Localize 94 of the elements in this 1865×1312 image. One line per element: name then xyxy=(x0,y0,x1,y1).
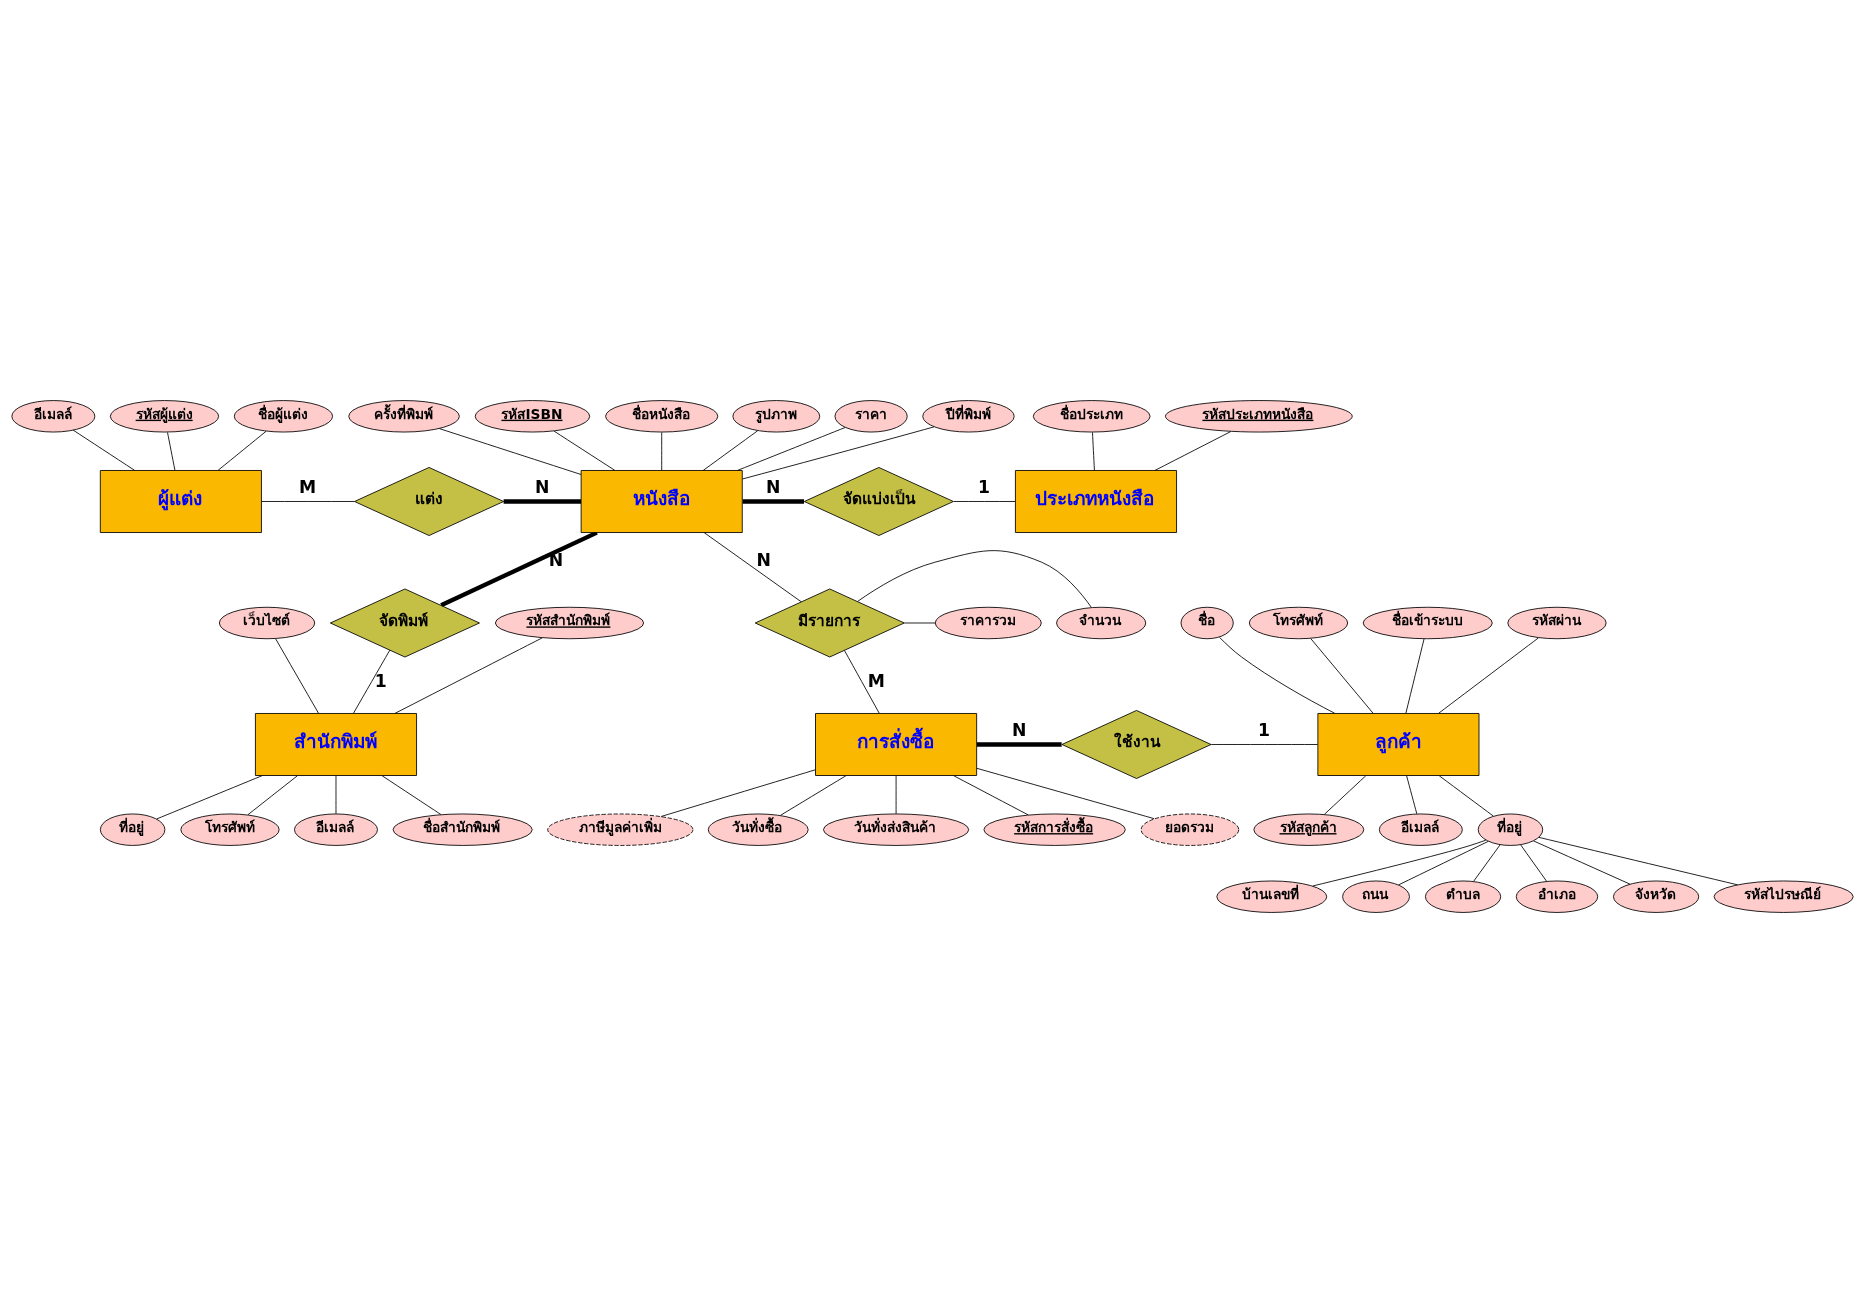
node-ellipse: ที่อยู่ xyxy=(99,813,166,846)
edge-label: N xyxy=(535,476,550,497)
node-ellipse: ชื่อประเภท xyxy=(1032,399,1151,432)
edge-label: M xyxy=(867,670,885,691)
node-ellipse: ที่อยู่ xyxy=(1477,813,1544,846)
connector xyxy=(438,427,582,475)
connector xyxy=(742,498,805,504)
node-ellipse: ครั้งที่พิมพ์ xyxy=(348,399,460,432)
edge-label: N xyxy=(756,549,771,570)
connector xyxy=(1398,840,1489,885)
node-ellipse: รหัสการสั่งซื้อ xyxy=(983,813,1126,846)
connector xyxy=(1533,839,1631,885)
connector xyxy=(703,531,802,602)
connector xyxy=(1210,743,1319,745)
node-ellipse: ราคา xyxy=(834,399,908,432)
connector xyxy=(1406,774,1418,814)
connector xyxy=(1312,839,1487,886)
node-ellipse: โทรศัพท์ xyxy=(1248,606,1349,639)
node-ellipse: รหัสสำนักพิมพ์ xyxy=(494,606,645,639)
node-ellipse: ราคารวม xyxy=(934,606,1042,639)
edge-label: 1 xyxy=(977,476,990,497)
connector xyxy=(156,774,263,819)
node-ellipse: รหัสผ่าน xyxy=(1507,606,1607,639)
connector xyxy=(976,741,1062,747)
node-ellipse: ชื่อหนังสือ xyxy=(605,399,719,432)
connector xyxy=(261,500,355,502)
node-ellipse: ชื่อเข้าระบบ xyxy=(1362,606,1493,639)
node-ellipse: วันทั่งซื้อ xyxy=(707,813,809,846)
node-box: สำนักพิมพ์ xyxy=(255,712,417,776)
node-diamond: แต่ง xyxy=(354,466,504,536)
connector xyxy=(335,774,337,814)
node-ellipse: รูปภาพ xyxy=(732,399,821,432)
connector xyxy=(1520,844,1547,882)
node-ellipse: อำเภอ xyxy=(1515,880,1599,913)
node-ellipse: ชื่อผู้แต่ง xyxy=(233,399,333,432)
node-ellipse: ตำบล xyxy=(1425,880,1502,913)
node-diamond: จัดพิมพ์ xyxy=(329,588,480,657)
connector xyxy=(976,767,1155,819)
connector xyxy=(1405,638,1425,714)
connector xyxy=(953,500,1016,502)
connector xyxy=(1438,774,1494,816)
node-ellipse: เว็บไซต์ xyxy=(218,606,316,639)
node-ellipse: ถนน xyxy=(1342,880,1410,913)
node-ellipse: จำนวน xyxy=(1056,606,1147,639)
node-ellipse: ชื่อ xyxy=(1180,606,1234,639)
connector xyxy=(217,430,267,471)
connector xyxy=(1473,843,1501,882)
connector xyxy=(1438,636,1539,714)
edge-label: 1 xyxy=(374,670,387,691)
connector xyxy=(167,431,176,471)
connector xyxy=(275,637,319,714)
node-box: ประเภทหนังสือ xyxy=(1015,469,1177,533)
node-ellipse: ปีที่พิมพ์ xyxy=(922,399,1015,432)
node-ellipse: ภาษีมูลค่าเพิ่ม xyxy=(547,813,694,846)
connector xyxy=(780,774,847,816)
node-box: การสั่งซื้อ xyxy=(815,712,978,776)
edge-label: N xyxy=(1011,719,1027,740)
connector xyxy=(247,774,298,815)
node-ellipse: รหัสISBN xyxy=(474,399,591,432)
node-ellipse: รหัสผู้แต่ง xyxy=(109,399,220,432)
connector xyxy=(1092,431,1095,471)
connector xyxy=(844,649,880,714)
connector xyxy=(381,774,442,815)
connector xyxy=(1538,836,1738,885)
node-ellipse: ชื่อสำนักพิมพ์ xyxy=(392,813,533,846)
connector xyxy=(352,649,391,714)
connector xyxy=(895,774,897,814)
node-ellipse: อีเมลล์ xyxy=(1378,813,1463,846)
connector xyxy=(903,622,936,623)
node-ellipse: รหัสไปรษณีย์ xyxy=(1713,880,1854,913)
node-ellipse: อีเมลล์ xyxy=(11,399,96,432)
node-ellipse: จังหวัด xyxy=(1613,880,1700,913)
edge-label: N xyxy=(765,476,781,497)
edge-label: M xyxy=(298,476,317,497)
node-box: ผู้แต่ง xyxy=(99,469,262,533)
connector xyxy=(1310,637,1374,714)
node-diamond: จัดแบ่งเป็น xyxy=(803,466,954,536)
node-ellipse: โทรศัพท์ xyxy=(180,813,280,846)
node-diamond: ใช้งาน xyxy=(1061,709,1212,779)
node-ellipse: วันทั่งส่งสินค้า xyxy=(823,813,970,846)
connector xyxy=(503,498,582,504)
node-ellipse: บ้านเลขที่ xyxy=(1216,880,1328,913)
connector xyxy=(661,431,663,471)
node-ellipse: อีเมลล์ xyxy=(294,813,378,846)
connector xyxy=(857,549,1092,608)
node-ellipse: ยอดรวม xyxy=(1140,813,1240,846)
node-ellipse: รหัสประเภทหนังสือ xyxy=(1165,399,1353,432)
edge-label: 1 xyxy=(1257,719,1270,740)
connector xyxy=(742,425,935,479)
node-box: หนังสือ xyxy=(580,469,743,533)
node-ellipse: รหัสลูกค้า xyxy=(1253,813,1365,846)
node-diamond: มีรายการ xyxy=(754,588,905,657)
node-box: ลูกค้า xyxy=(1317,712,1480,776)
connector xyxy=(1324,774,1367,815)
